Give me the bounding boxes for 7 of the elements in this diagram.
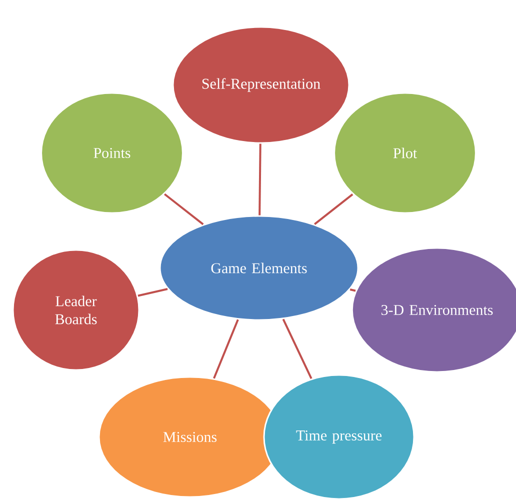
- connector-line: [314, 194, 354, 225]
- connector-line: [258, 144, 262, 216]
- connector-line: [350, 288, 356, 292]
- connector-line: [282, 318, 312, 380]
- connector-line: [213, 319, 239, 379]
- connector-line: [138, 288, 168, 297]
- connector-line: [164, 193, 204, 226]
